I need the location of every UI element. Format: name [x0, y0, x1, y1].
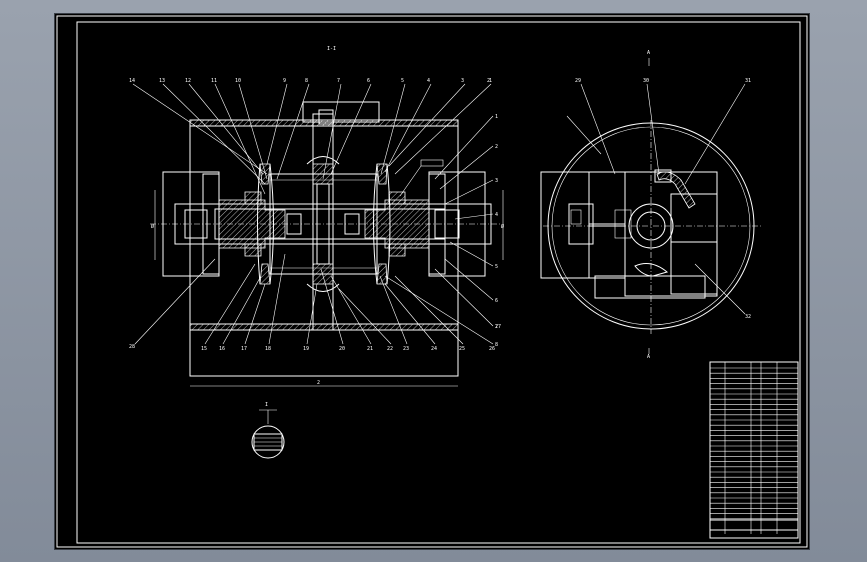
svg-text:5: 5: [495, 264, 498, 270]
svg-text:11: 11: [211, 78, 217, 84]
small-view-mark: I: [265, 402, 268, 408]
svg-text:18: 18: [265, 346, 271, 352]
svg-text:29: 29: [575, 78, 581, 84]
engineering-drawing: I-I: [56, 15, 808, 548]
svg-text:17: 17: [241, 346, 247, 352]
view-mark-bottom: A: [647, 354, 650, 360]
svg-text:3: 3: [461, 78, 464, 84]
leader-lines: [132, 83, 494, 345]
svg-text:23: 23: [403, 346, 409, 352]
svg-text:31: 31: [745, 78, 751, 84]
svg-text:6: 6: [367, 78, 370, 84]
svg-text:32: 32: [745, 314, 751, 320]
svg-text:25: 25: [459, 346, 465, 352]
callouts-right: 1 2 3 4 5 6 7 8: [495, 114, 498, 348]
svg-text:2: 2: [487, 78, 490, 84]
svg-text:Ø: Ø: [501, 223, 504, 230]
svg-text:30: 30: [643, 78, 649, 84]
svg-text:22: 22: [387, 346, 393, 352]
svg-text:8: 8: [305, 78, 308, 84]
svg-text:19: 19: [303, 346, 309, 352]
svg-text:14: 14: [129, 78, 135, 84]
svg-text:16: 16: [219, 346, 225, 352]
svg-text:15: 15: [201, 346, 207, 352]
view-mark-top: A: [647, 50, 650, 56]
svg-text:20: 20: [339, 346, 345, 352]
callouts-bottom: 15 16 17 18 19 20 21 22 23 24 25 26 27: [201, 324, 501, 352]
svg-text:2: 2: [495, 144, 498, 150]
detail-view-i: I: [251, 402, 285, 459]
svg-text:27: 27: [495, 324, 501, 330]
svg-text:26: 26: [489, 346, 495, 352]
svg-text:12: 12: [185, 78, 191, 84]
svg-text:1: 1: [489, 78, 492, 84]
svg-text:Ø: Ø: [151, 223, 154, 230]
inner-border: [76, 21, 801, 544]
outer-border: [56, 15, 808, 548]
section-mark: I-I: [327, 46, 336, 52]
title-block: [709, 361, 799, 539]
callouts-top: 14 13 12 11 10 9 8 7 6 5 4 3 2 1: [129, 78, 492, 84]
svg-text:9: 9: [283, 78, 286, 84]
svg-text:3: 3: [495, 178, 498, 184]
svg-text:7: 7: [337, 78, 340, 84]
svg-text:13: 13: [159, 78, 165, 84]
view-a: A A 29 30 31 32: [540, 50, 761, 360]
svg-text:10: 10: [235, 78, 241, 84]
callout-left: 28: [129, 344, 135, 350]
svg-text:7: 7: [495, 324, 498, 330]
svg-text:1: 1: [495, 114, 498, 120]
svg-text:8: 8: [495, 342, 498, 348]
svg-text:6: 6: [495, 298, 498, 304]
svg-text:24: 24: [431, 346, 437, 352]
svg-text:21: 21: [367, 346, 373, 352]
svg-text:4: 4: [495, 212, 498, 218]
svg-text:4: 4: [427, 78, 430, 84]
drawing-sheet[interactable]: I-I: [55, 14, 809, 549]
section-view: I-I: [150, 46, 504, 387]
svg-text:5: 5: [401, 78, 404, 84]
svg-text:2: 2: [317, 380, 320, 386]
